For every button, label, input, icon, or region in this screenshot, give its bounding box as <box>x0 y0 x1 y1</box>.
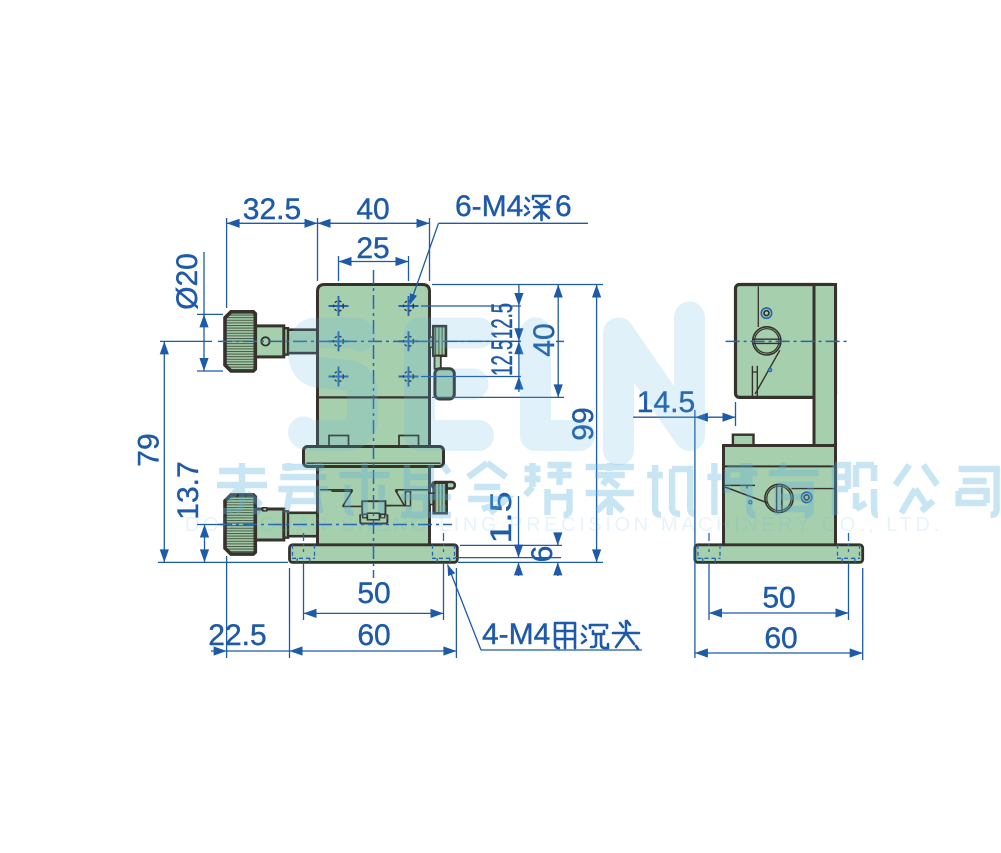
svg-text:DONGGUAN SHENG LING PRECISION: DONGGUAN SHENG LING PRECISION MACHINERY … <box>185 514 943 536</box>
svg-text:40: 40 <box>356 193 389 226</box>
svg-text:32.5: 32.5 <box>243 193 301 226</box>
svg-text:22.5: 22.5 <box>208 619 266 652</box>
svg-text:Ø20: Ø20 <box>171 253 204 310</box>
svg-text:60: 60 <box>764 622 797 655</box>
svg-text:6-M4: 6-M4 <box>455 190 523 223</box>
svg-text:12.5: 12.5 <box>486 340 520 376</box>
svg-text:1.5: 1.5 <box>484 491 518 543</box>
svg-text:6: 6 <box>555 190 572 223</box>
svg-text:50: 50 <box>762 582 795 615</box>
svg-text:60: 60 <box>357 619 390 652</box>
svg-text:79: 79 <box>132 433 165 466</box>
svg-text:13.7: 13.7 <box>172 461 205 519</box>
svg-text:99: 99 <box>567 407 600 440</box>
svg-text:12.5: 12.5 <box>486 303 520 339</box>
svg-text:50: 50 <box>357 577 390 610</box>
svg-text:6: 6 <box>526 546 559 563</box>
svg-text:14.5: 14.5 <box>637 386 695 419</box>
svg-text:4-M4: 4-M4 <box>482 618 550 651</box>
svg-text:40: 40 <box>528 323 561 356</box>
svg-text:25: 25 <box>356 232 389 265</box>
